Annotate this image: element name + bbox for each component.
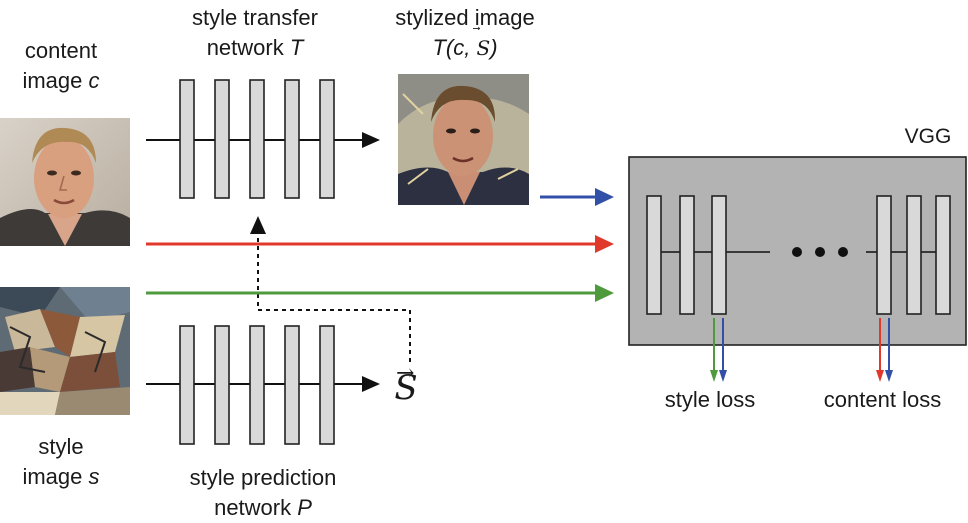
style-loss-blue-arrowhead-icon — [719, 370, 727, 382]
vector-arrow-icon: → — [396, 361, 415, 386]
red-arrowhead-icon — [595, 235, 614, 253]
blue-arrowhead-icon — [595, 188, 614, 206]
prediction-layer-1 — [179, 325, 195, 445]
style-loss-green-arrowhead-icon — [710, 370, 718, 382]
prediction-network — [146, 325, 380, 445]
transfer-layer-4 — [284, 79, 300, 199]
transfer-network — [146, 79, 380, 199]
vgg-layer-3 — [711, 195, 727, 315]
green-arrowhead-icon — [595, 284, 614, 302]
prediction-layer-5 — [319, 325, 335, 445]
vgg-label: VGG — [904, 125, 952, 148]
prediction-layer-3 — [249, 325, 265, 445]
vgg-layer-5 — [906, 195, 922, 315]
content-loss-blue-arrowhead-icon — [885, 370, 893, 382]
transfer-network-label: style transfer network T — [192, 5, 318, 60]
content-loss-red-arrowhead-icon — [876, 370, 884, 382]
ellipsis-dot-1 — [792, 247, 802, 257]
portrait-photo-icon — [0, 118, 130, 246]
prediction-layer-2 — [214, 325, 230, 445]
stylized-image — [398, 74, 529, 205]
prediction-arrowhead-icon — [362, 376, 380, 392]
ellipsis-dot-2 — [815, 247, 825, 257]
ellipsis-dot-3 — [838, 247, 848, 257]
cubist-painting-icon — [0, 287, 130, 415]
stylized-image-label: stylized image T(c, ⃗S) — [395, 5, 535, 60]
transfer-layer-5 — [319, 79, 335, 199]
style-vector-feedback-line — [257, 232, 411, 362]
stylized-portrait-icon — [398, 74, 529, 205]
style-image — [0, 287, 130, 415]
style-loss-label: style loss — [664, 387, 756, 412]
feedback-arrowhead-icon — [250, 216, 266, 234]
style-image-label: style image s — [22, 434, 100, 489]
vgg-layer-2 — [679, 195, 695, 315]
prediction-network-label: style prediction network P — [189, 465, 337, 520]
transfer-arrowhead-icon — [362, 132, 380, 148]
vgg-layer-6 — [935, 195, 951, 315]
prediction-layer-4 — [284, 325, 300, 445]
transfer-layer-2 — [214, 79, 230, 199]
content-image — [0, 118, 130, 246]
style-vector-label: → S — [388, 361, 424, 408]
vgg-network — [628, 156, 967, 346]
vgg-layer-4 — [876, 195, 892, 315]
vgg-layer-1 — [646, 195, 662, 315]
transfer-layer-3 — [249, 79, 265, 199]
content-loss-label: content loss — [823, 387, 942, 412]
transfer-layer-1 — [179, 79, 195, 199]
content-image-label: content image c — [22, 38, 100, 93]
